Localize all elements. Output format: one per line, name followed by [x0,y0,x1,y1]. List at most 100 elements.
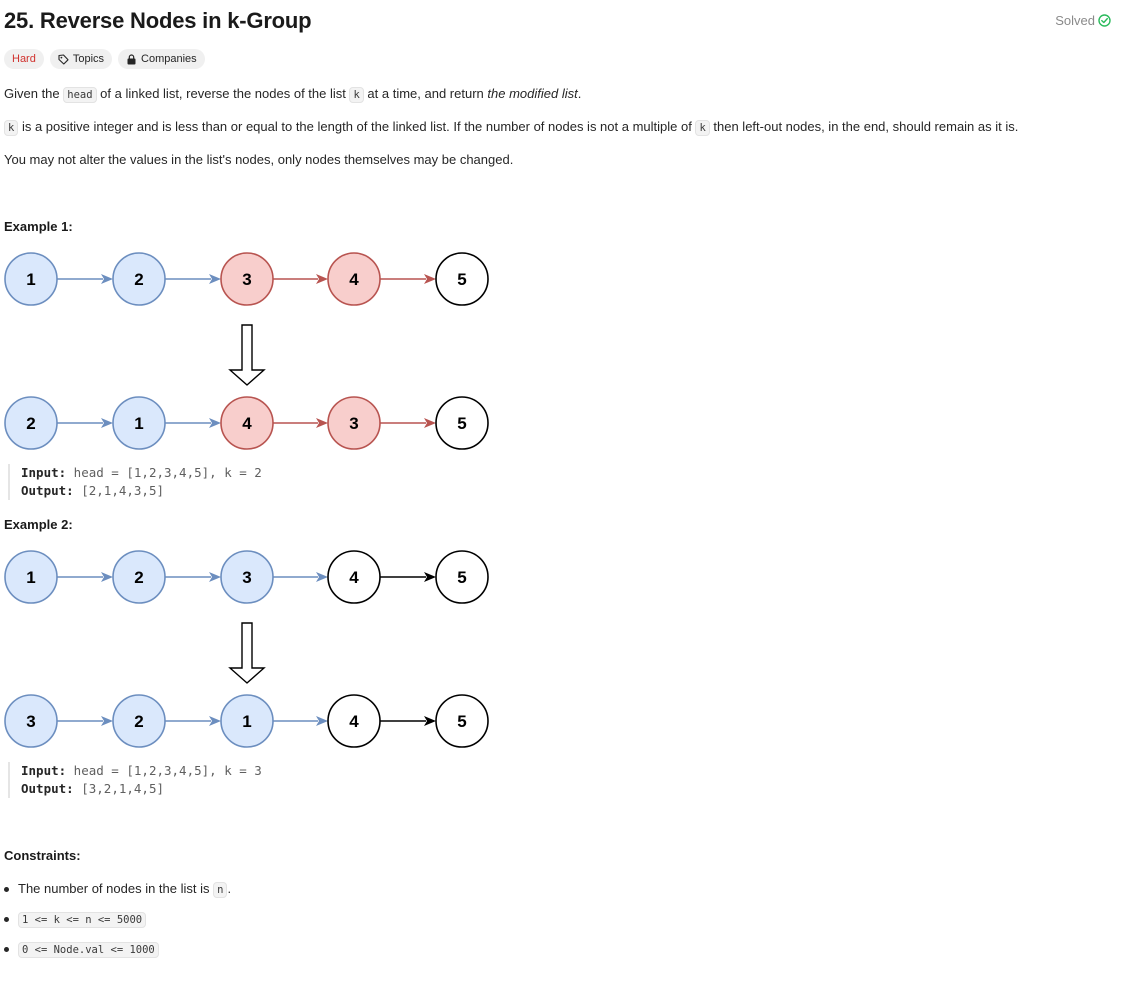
constraint-item: The number of nodes in the list is n. [0,878,231,908]
node-value: 4 [349,568,359,587]
inline-code: k [349,87,364,103]
inline-code: k [4,120,19,136]
down-arrow-icon [228,622,266,684]
list-node-after [435,694,489,748]
companies-button[interactable]: Companies [118,49,205,69]
arrowhead [424,418,436,428]
text: . [227,881,232,896]
node-value: 1 [134,414,143,433]
constraint-item: 0 <= Node.val <= 1000 [0,938,231,968]
topics-button[interactable]: Topics [49,49,113,69]
node-value: 1 [242,712,251,731]
arrowhead [424,716,436,726]
text: at a time, and return [363,86,488,101]
list-node-after [220,694,274,748]
output-value: [3,2,1,4,5] [73,781,164,796]
description-paragraph-2: k is a positive integer and is less than… [4,118,1018,137]
solved-status: Solved [1055,13,1111,28]
down-arrow-icon [228,324,266,386]
list-node-before [112,550,166,604]
list-node-after [435,396,489,450]
node-value: 3 [242,270,251,289]
list-node-after [112,694,166,748]
example-1-io: Input: head = [1,2,3,4,5], k = 2 Output:… [8,464,262,500]
lock-icon [126,53,137,65]
arrowhead [424,572,436,582]
node-value: 5 [457,568,466,587]
output-value: [2,1,4,3,5] [73,483,164,498]
node-value: 5 [457,270,466,289]
node-value: 4 [349,270,359,289]
list-node-before [327,252,381,306]
list-node-after [112,396,166,450]
arrowhead [316,418,328,428]
node-value: 4 [242,414,252,433]
list-node-before [435,550,489,604]
arrowhead [316,274,328,284]
node-value: 1 [26,568,35,587]
constraints-list: The number of nodes in the list is n. 1 … [0,878,231,968]
inline-code: 0 <= Node.val <= 1000 [18,942,159,958]
arrowhead [209,274,221,284]
constraint-item: 1 <= k <= n <= 5000 [0,908,231,938]
list-node-before [4,252,58,306]
arrowhead [209,716,221,726]
example-2-label: Example 2: [4,517,73,532]
list-node-after [4,396,58,450]
arrowhead [316,572,328,582]
tag-icon [58,53,69,65]
arrowhead [101,418,113,428]
description-paragraph-3: You may not alter the values in the list… [4,152,514,167]
node-value: 2 [134,270,143,289]
node-value: 4 [349,712,359,731]
node-value: 2 [134,712,143,731]
input-value: head = [1,2,3,4,5], k = 3 [66,763,262,778]
output-label: Output: [21,781,74,796]
description-paragraph-1: Given the head of a linked list, reverse… [4,85,581,104]
list-node-after [327,396,381,450]
list-node-before [327,550,381,604]
arrowhead [209,572,221,582]
solved-label: Solved [1055,13,1095,28]
list-node-after [220,396,274,450]
input-value: head = [1,2,3,4,5], k = 2 [66,465,262,480]
node-value: 2 [26,414,35,433]
check-circle-icon [1098,14,1111,27]
list-node-before [220,252,274,306]
list-node-before [435,252,489,306]
arrowhead [424,274,436,284]
text: of a linked list, reverse the nodes of t… [96,86,350,101]
inline-code: head [63,87,97,103]
node-value: 5 [457,712,466,731]
topics-label: Topics [72,53,105,65]
arrowhead [101,274,113,284]
list-node-before [220,550,274,604]
text: Given the [4,86,64,101]
node-value: 5 [457,414,466,433]
inline-code: k [695,120,710,136]
arrowhead [316,716,328,726]
inline-code: 1 <= k <= n <= 5000 [18,912,147,928]
arrowhead [101,572,113,582]
companies-label: Companies [141,53,197,65]
difficulty-badge: Hard [4,49,44,69]
text: then left-out nodes, in the end, should … [709,119,1019,134]
constraints-label: Constraints: [4,848,81,863]
arrowhead [101,716,113,726]
input-label: Input: [21,763,67,778]
emphasis-text: the modified list [487,86,578,101]
node-value: 3 [349,414,358,433]
node-value: 2 [134,568,143,587]
text: is a positive integer and is less than o… [18,119,696,134]
text: . [577,86,582,101]
example-2-diagram: 1 2 3 4 5 3 2 1 4 5 [4,550,489,748]
node-value: 3 [242,568,251,587]
node-value: 3 [26,712,35,731]
tag-row: Hard Topics Companies [4,49,205,69]
inline-code: n [213,882,228,898]
text: The number of nodes in the list is [18,881,214,896]
arrowhead [209,418,221,428]
example-1-label: Example 1: [4,219,73,234]
list-node-before [112,252,166,306]
